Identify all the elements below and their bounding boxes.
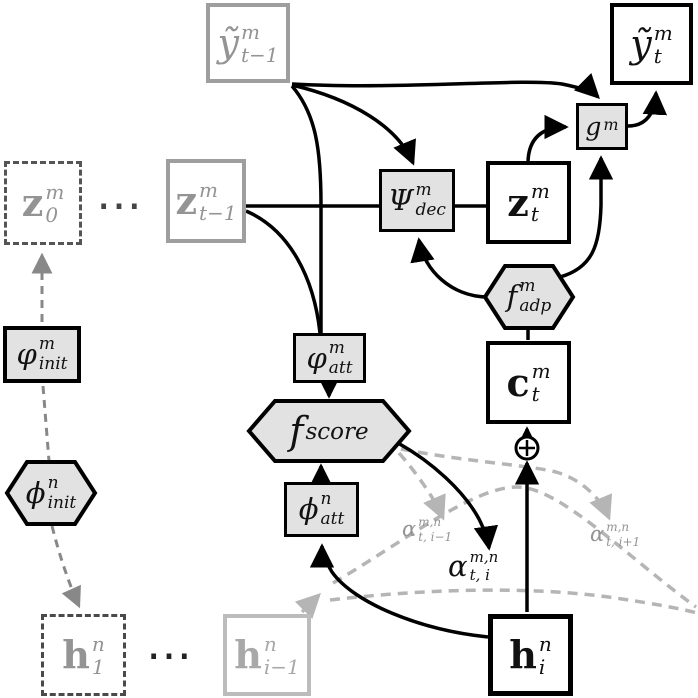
edge-hcur-to-phinatt xyxy=(309,543,489,639)
attention-dashed-curves xyxy=(294,447,698,620)
attention-flat-curve xyxy=(329,588,698,615)
edge-yprev-to-phimatt xyxy=(290,84,323,333)
f-adp-hexagon xyxy=(482,264,576,330)
edge-phininit-to-h1 xyxy=(50,525,81,609)
edge-phiminit-to-phininit xyxy=(41,385,51,462)
attention-bell-curve xyxy=(332,485,698,609)
solid-edges xyxy=(245,72,668,639)
edge-fscore-to-alpha-cur xyxy=(397,441,499,551)
f-score-hexagon xyxy=(246,399,412,463)
edge-fadp-to-psidec xyxy=(410,237,487,299)
hexagon-shapes xyxy=(4,264,576,526)
ellipsis-h-row: ⋯ xyxy=(146,628,194,682)
edge-g-to-ycur xyxy=(627,90,668,128)
sum-icon xyxy=(514,435,540,461)
ellipsis-z-row: ⋯ xyxy=(96,178,144,232)
edge-zcur-to-g xyxy=(526,114,569,162)
edge-hprev-dashed-stub xyxy=(294,593,321,620)
edge-yprev-to-g xyxy=(291,72,600,99)
edge-zprev-to-phimatt xyxy=(245,209,322,334)
edge-fscore-to-alpha-prev xyxy=(397,451,446,521)
init-dashed-edges xyxy=(31,252,81,609)
edge-yprev-to-psidec xyxy=(291,83,416,166)
edge-fadp-to-g xyxy=(559,155,614,279)
edge-fscore-to-alpha-next xyxy=(400,447,613,521)
phi-n-init-hexagon xyxy=(4,460,98,526)
